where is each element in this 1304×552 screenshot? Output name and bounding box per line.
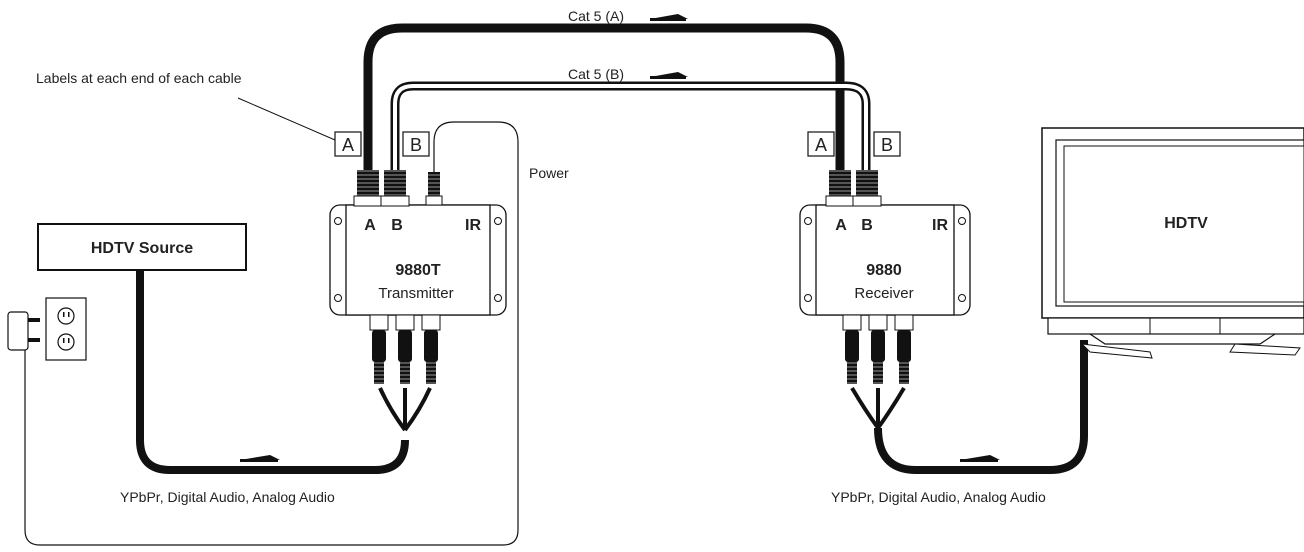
cable-tag-box-b-rx xyxy=(873,131,901,157)
labels-note: Labels at each end of each cable xyxy=(36,70,242,86)
tx-port-b: B xyxy=(391,217,403,234)
display-cable-arrow xyxy=(960,455,1000,462)
cat5b-direction-arrow xyxy=(650,72,688,79)
power-label: Power xyxy=(529,165,569,181)
hdtv-display xyxy=(1041,127,1304,359)
tx-rj45-plug-b xyxy=(380,170,410,207)
source-av-cable xyxy=(136,268,432,474)
cable-tag-a-rx: A xyxy=(815,135,827,155)
cable-tag-box-a-rx xyxy=(807,131,835,157)
cat5b-label: Cat 5 (B) xyxy=(568,66,624,82)
cat5-cable-b xyxy=(390,81,871,180)
rx-role: Receiver xyxy=(854,285,913,302)
cable-tag-b-rx: B xyxy=(881,135,893,155)
cat5a-label: Cat 5 (A) xyxy=(568,8,624,24)
cable-tag-b-tx: B xyxy=(410,135,422,155)
hdtv-source-box xyxy=(37,223,247,271)
rx-port-a: A xyxy=(835,217,847,234)
tx-port-a: A xyxy=(364,217,376,234)
receiver-unit xyxy=(799,204,971,331)
tx-port-ir: IR xyxy=(465,217,481,234)
rx-model: 9880 xyxy=(866,262,902,279)
cat5a-direction-arrow xyxy=(650,14,688,21)
tx-cable-note: YPbPr, Digital Audio, Analog Audio xyxy=(120,489,335,505)
transmitter-unit xyxy=(329,204,507,331)
rx-rj45-plug-b xyxy=(852,170,882,207)
tx-rj45-plug-a xyxy=(353,170,383,207)
cable-tag-box-b-tx xyxy=(402,131,430,157)
rx-cable-note: YPbPr, Digital Audio, Analog Audio xyxy=(831,489,1046,505)
tx-rca-plugs xyxy=(372,330,438,384)
rx-rca-plugs xyxy=(845,330,911,384)
rx-rj45-plug-a xyxy=(825,170,855,207)
display-av-cable xyxy=(850,340,1088,474)
display-label: HDTV xyxy=(1164,215,1208,232)
cat5-cable-a xyxy=(363,23,845,180)
tx-model: 9880T xyxy=(395,262,441,279)
rx-port-ir: IR xyxy=(932,217,948,234)
wall-outlet-icon xyxy=(45,297,87,361)
rx-port-b: B xyxy=(861,217,873,234)
labels-note-leader-line xyxy=(237,97,336,141)
cable-tag-box-a-tx xyxy=(334,131,362,157)
tx-role: Transmitter xyxy=(378,285,453,302)
source-label: HDTV Source xyxy=(91,240,193,257)
cable-tag-a-tx: A xyxy=(342,135,354,155)
power-adapter-icon xyxy=(7,311,40,351)
tx-power-plug xyxy=(425,172,443,206)
power-cord xyxy=(24,121,519,546)
source-cable-arrow xyxy=(240,455,280,462)
